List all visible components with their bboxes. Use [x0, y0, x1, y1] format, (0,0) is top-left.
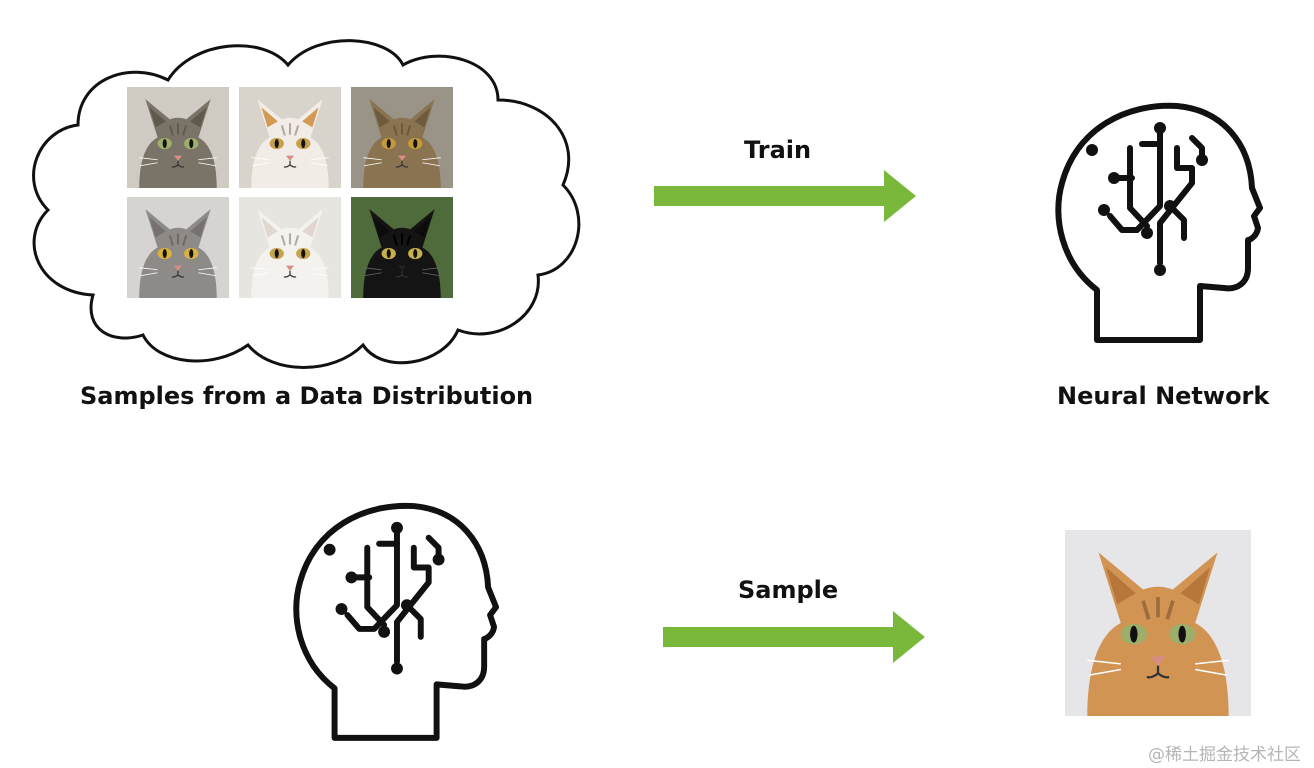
sample-label: Sample: [738, 576, 839, 604]
watermark: @稀土掘金技术社区: [1148, 745, 1301, 765]
data-distribution-label: Samples from a Data Distribution: [80, 382, 534, 410]
generated-cat-image: [1065, 530, 1251, 716]
cat-photo-calico: [239, 87, 341, 188]
train-arrow-icon: [654, 170, 916, 222]
cat-photo-brown-tabby: [351, 87, 453, 188]
cat-photo-grid: [127, 87, 453, 298]
sample-arrow-icon: [663, 611, 925, 663]
cat-photo-white: [239, 197, 341, 298]
neural-network-label: Neural Network: [1057, 382, 1270, 410]
cat-photo-black: [351, 197, 453, 298]
sampling-head-icon: [293, 502, 500, 741]
neural-network-head-icon: [1055, 102, 1263, 343]
train-label: Train: [744, 136, 812, 164]
cat-photo-gray-tabby-longhair: [127, 87, 229, 188]
cat-photo-gray-shorthair: [127, 197, 229, 298]
